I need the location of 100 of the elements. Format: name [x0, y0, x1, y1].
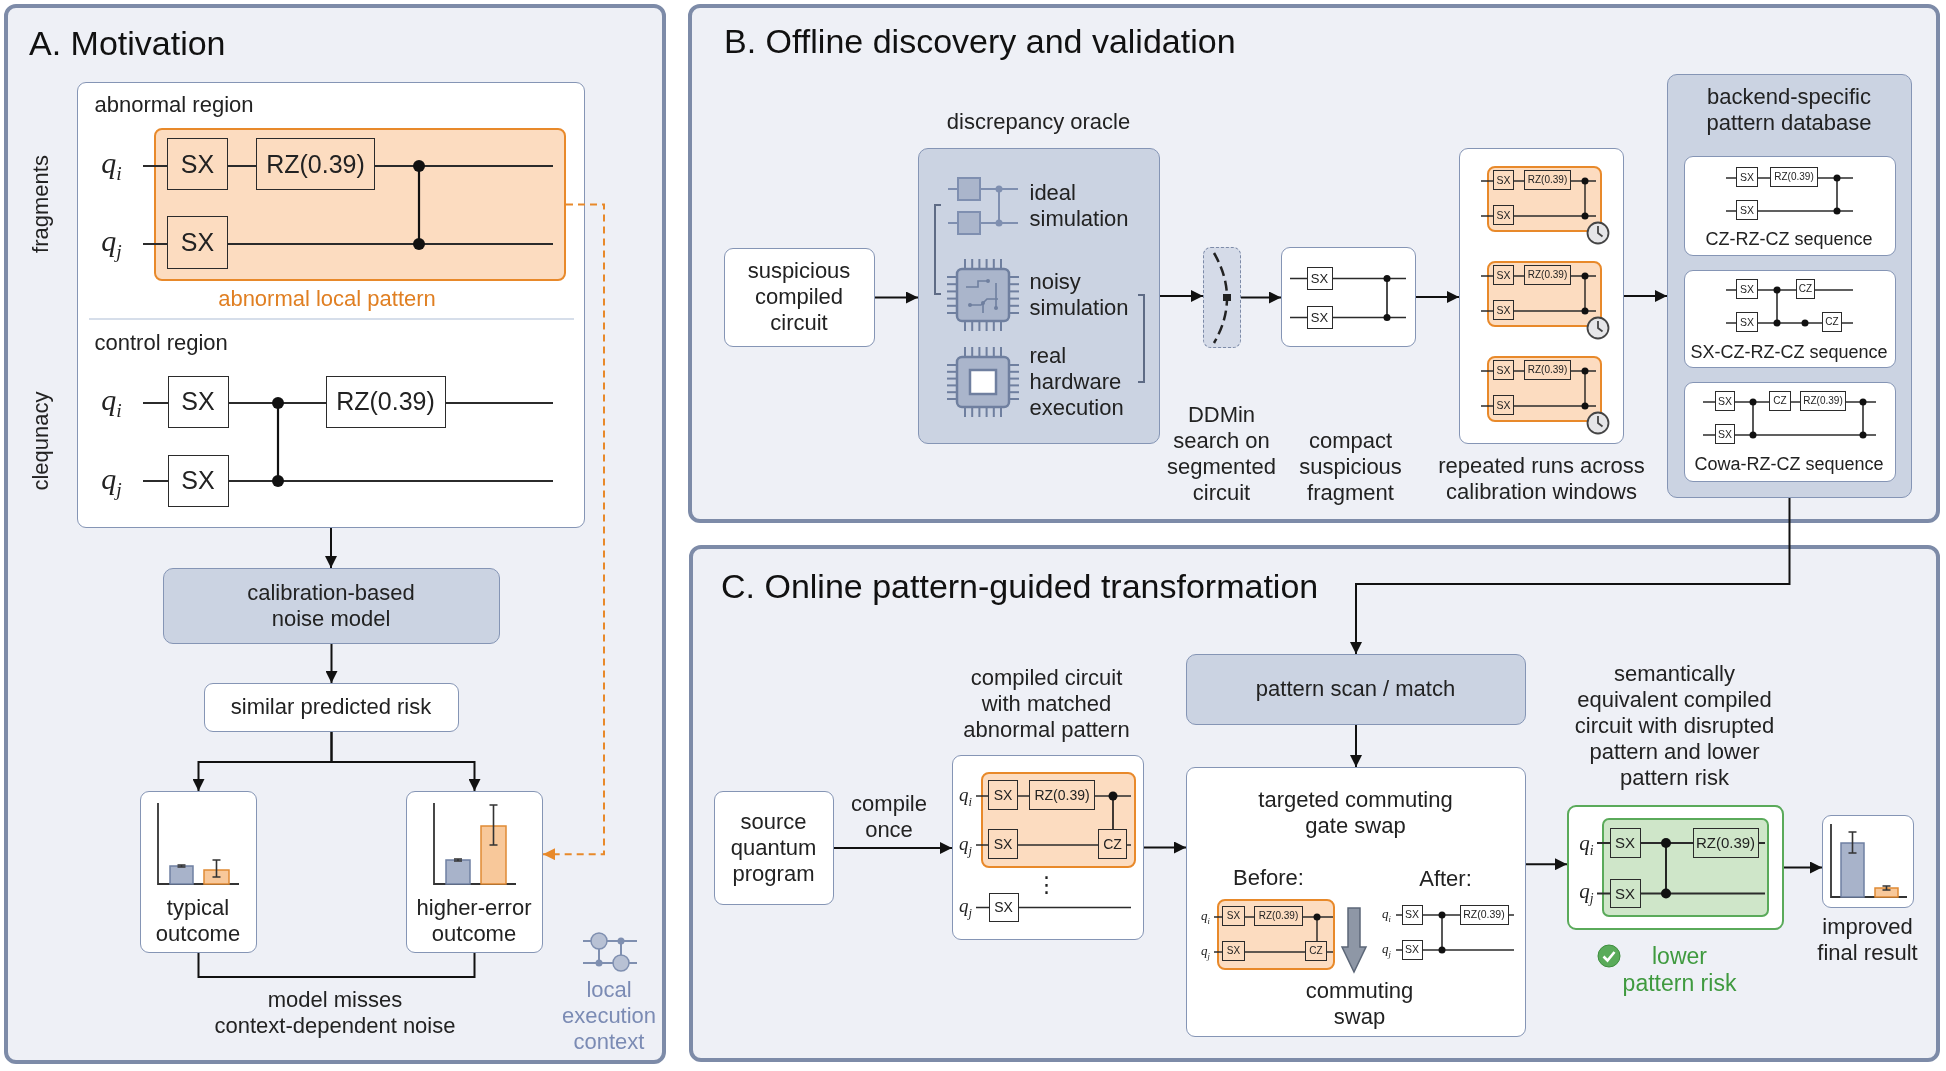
quantum-gate: RZ(0.39)	[1524, 360, 1571, 380]
quantum-gate: SX	[988, 829, 1018, 859]
node-label: pattern scan / match	[1255, 676, 1456, 702]
panel	[4, 4, 666, 1064]
pattern-highlight	[1216, 898, 1335, 970]
region-label: abnormal region	[94, 91, 254, 118]
quantum-gate: SX	[1493, 170, 1514, 190]
quantum-gate: RZ(0.39)	[1254, 906, 1303, 926]
quantum-gate: RZ(0.39)	[325, 375, 446, 428]
arrow	[1623, 290, 1668, 302]
quantum-gate: RZ(0.39)	[1459, 904, 1509, 925]
step-label: Before:	[1233, 864, 1304, 891]
qubit-label: q$_{i}$	[1382, 906, 1391, 923]
node-label: ideal simulation	[1029, 179, 1129, 232]
quantum-gate: CZ	[1796, 279, 1815, 299]
qubit-label: q$_{j}$	[959, 895, 972, 920]
quantum-gate: SX	[988, 892, 1019, 922]
quantum-gate: SX	[1736, 200, 1758, 220]
quantum-gate: SX	[1401, 904, 1423, 925]
pattern-card	[1683, 155, 1896, 256]
arrow	[325, 527, 337, 569]
process-box	[714, 791, 834, 905]
process-box	[163, 568, 500, 644]
edge-label: model misses context-dependent noise	[214, 987, 456, 1039]
quantum-gate: SX	[167, 216, 228, 269]
qubit-label: q$_{i}$	[101, 147, 122, 184]
arrow	[1350, 497, 1791, 655]
node-label: suspicious compiled circuit	[747, 258, 851, 336]
quantum-gate: SX	[1306, 305, 1333, 329]
note-text: local execution context	[561, 977, 657, 1055]
arrow	[1350, 724, 1362, 768]
qubit-label: q$_{i}$	[1201, 908, 1210, 925]
quantum-gate: SX	[1493, 395, 1514, 415]
node-caption: commuting swap	[1305, 977, 1414, 1030]
node-label: similar predicted risk	[230, 694, 432, 720]
quantum-gate: CZ	[1305, 941, 1327, 961]
connector-line	[197, 952, 476, 978]
arrow	[874, 291, 919, 304]
qubit-label: q$_{i}$	[101, 384, 122, 421]
ellipsis-text: ⋮	[1035, 871, 1058, 898]
qubit-label: q$_{j}$	[1579, 880, 1594, 905]
arrow	[833, 842, 953, 854]
quantum-gate: SX	[1609, 878, 1641, 908]
panel-title: B. Offline discovery and validation	[724, 21, 1236, 61]
node-heading: discrepancy oracle	[946, 108, 1131, 135]
pattern-caption: Cowa-RZ-CZ sequence	[1694, 453, 1884, 475]
process-box	[724, 248, 875, 347]
quantum-gate: CZ	[1769, 391, 1791, 411]
node-label: real hardware execution	[1029, 342, 1124, 421]
node-caption: compact suspicious fragment	[1299, 427, 1402, 506]
quantum-gate: SX	[1401, 939, 1423, 960]
pattern-caption: SX-CZ-RZ-CZ sequence	[1690, 341, 1888, 363]
qubit-label: q$_{j}$	[959, 833, 972, 858]
process-box	[204, 683, 459, 732]
quantum-gate: SX	[1493, 265, 1514, 285]
quantum-gate: SX	[1736, 167, 1758, 187]
node-label: source quantum program	[730, 808, 817, 887]
quantum-gate: SX	[988, 780, 1018, 810]
pattern-highlight	[980, 771, 1136, 868]
region-label: control region	[94, 329, 228, 356]
edge-label: compile once	[851, 791, 927, 843]
database-panel	[1667, 74, 1912, 498]
side-label: clequnacy	[27, 390, 54, 491]
node-heading: semantically equivalent compiled circuit with disrupted pattern and lower pattern risk	[1574, 660, 1775, 791]
qubit-label: q$_{j}$	[1382, 941, 1391, 958]
qubit-label: q$_{i}$	[1579, 832, 1594, 857]
quantum-gate: SX	[1222, 941, 1245, 961]
node-caption: improved final result	[1817, 913, 1918, 966]
node-label: noisy simulation	[1029, 268, 1129, 321]
node-label: higher-error outcome	[416, 894, 532, 947]
quantum-gate: SX	[1609, 827, 1641, 858]
panel-title: C. Online pattern-guided transformation	[721, 566, 1319, 606]
arrow	[1143, 841, 1187, 854]
arrow	[1159, 290, 1204, 302]
quantum-gate: RZ(0.39)	[256, 138, 375, 190]
quantum-gate: SX	[1306, 266, 1333, 290]
status-text: lower pattern risk	[1622, 942, 1737, 997]
pattern-caption: CZ-RZ-CZ sequence	[1705, 228, 1873, 250]
qubit-label: q$_{j}$	[1201, 943, 1210, 960]
quantum-gate: SX	[1493, 360, 1514, 380]
arrow	[325, 643, 338, 684]
quantum-gate: RZ(0.39)	[1770, 167, 1818, 187]
quantum-gate: SX	[1493, 205, 1514, 225]
quantum-gate: CZ	[1822, 312, 1842, 332]
quantum-gate: SX	[1715, 424, 1735, 444]
qubit-label: q$_{i}$	[959, 784, 972, 809]
arrow	[1525, 858, 1568, 871]
quantum-gate: SX	[1736, 279, 1758, 299]
side-label: fragments	[27, 154, 54, 253]
node-label: typical outcome	[155, 894, 241, 947]
pattern-caption: abnormal local pattern	[218, 286, 436, 312]
qubit-label: q$_{j}$	[101, 225, 122, 262]
arrow	[1415, 291, 1460, 303]
node-heading: compiled circuit with matched abnormal pattern	[963, 664, 1130, 743]
panel-title: A. Motivation	[29, 23, 226, 63]
quantum-gate: SX	[1222, 906, 1245, 926]
process-box	[1186, 654, 1526, 725]
quantum-gate: SX	[167, 138, 228, 190]
qubit-label: q$_{j}$	[101, 463, 122, 500]
pattern-card	[1683, 269, 1896, 368]
